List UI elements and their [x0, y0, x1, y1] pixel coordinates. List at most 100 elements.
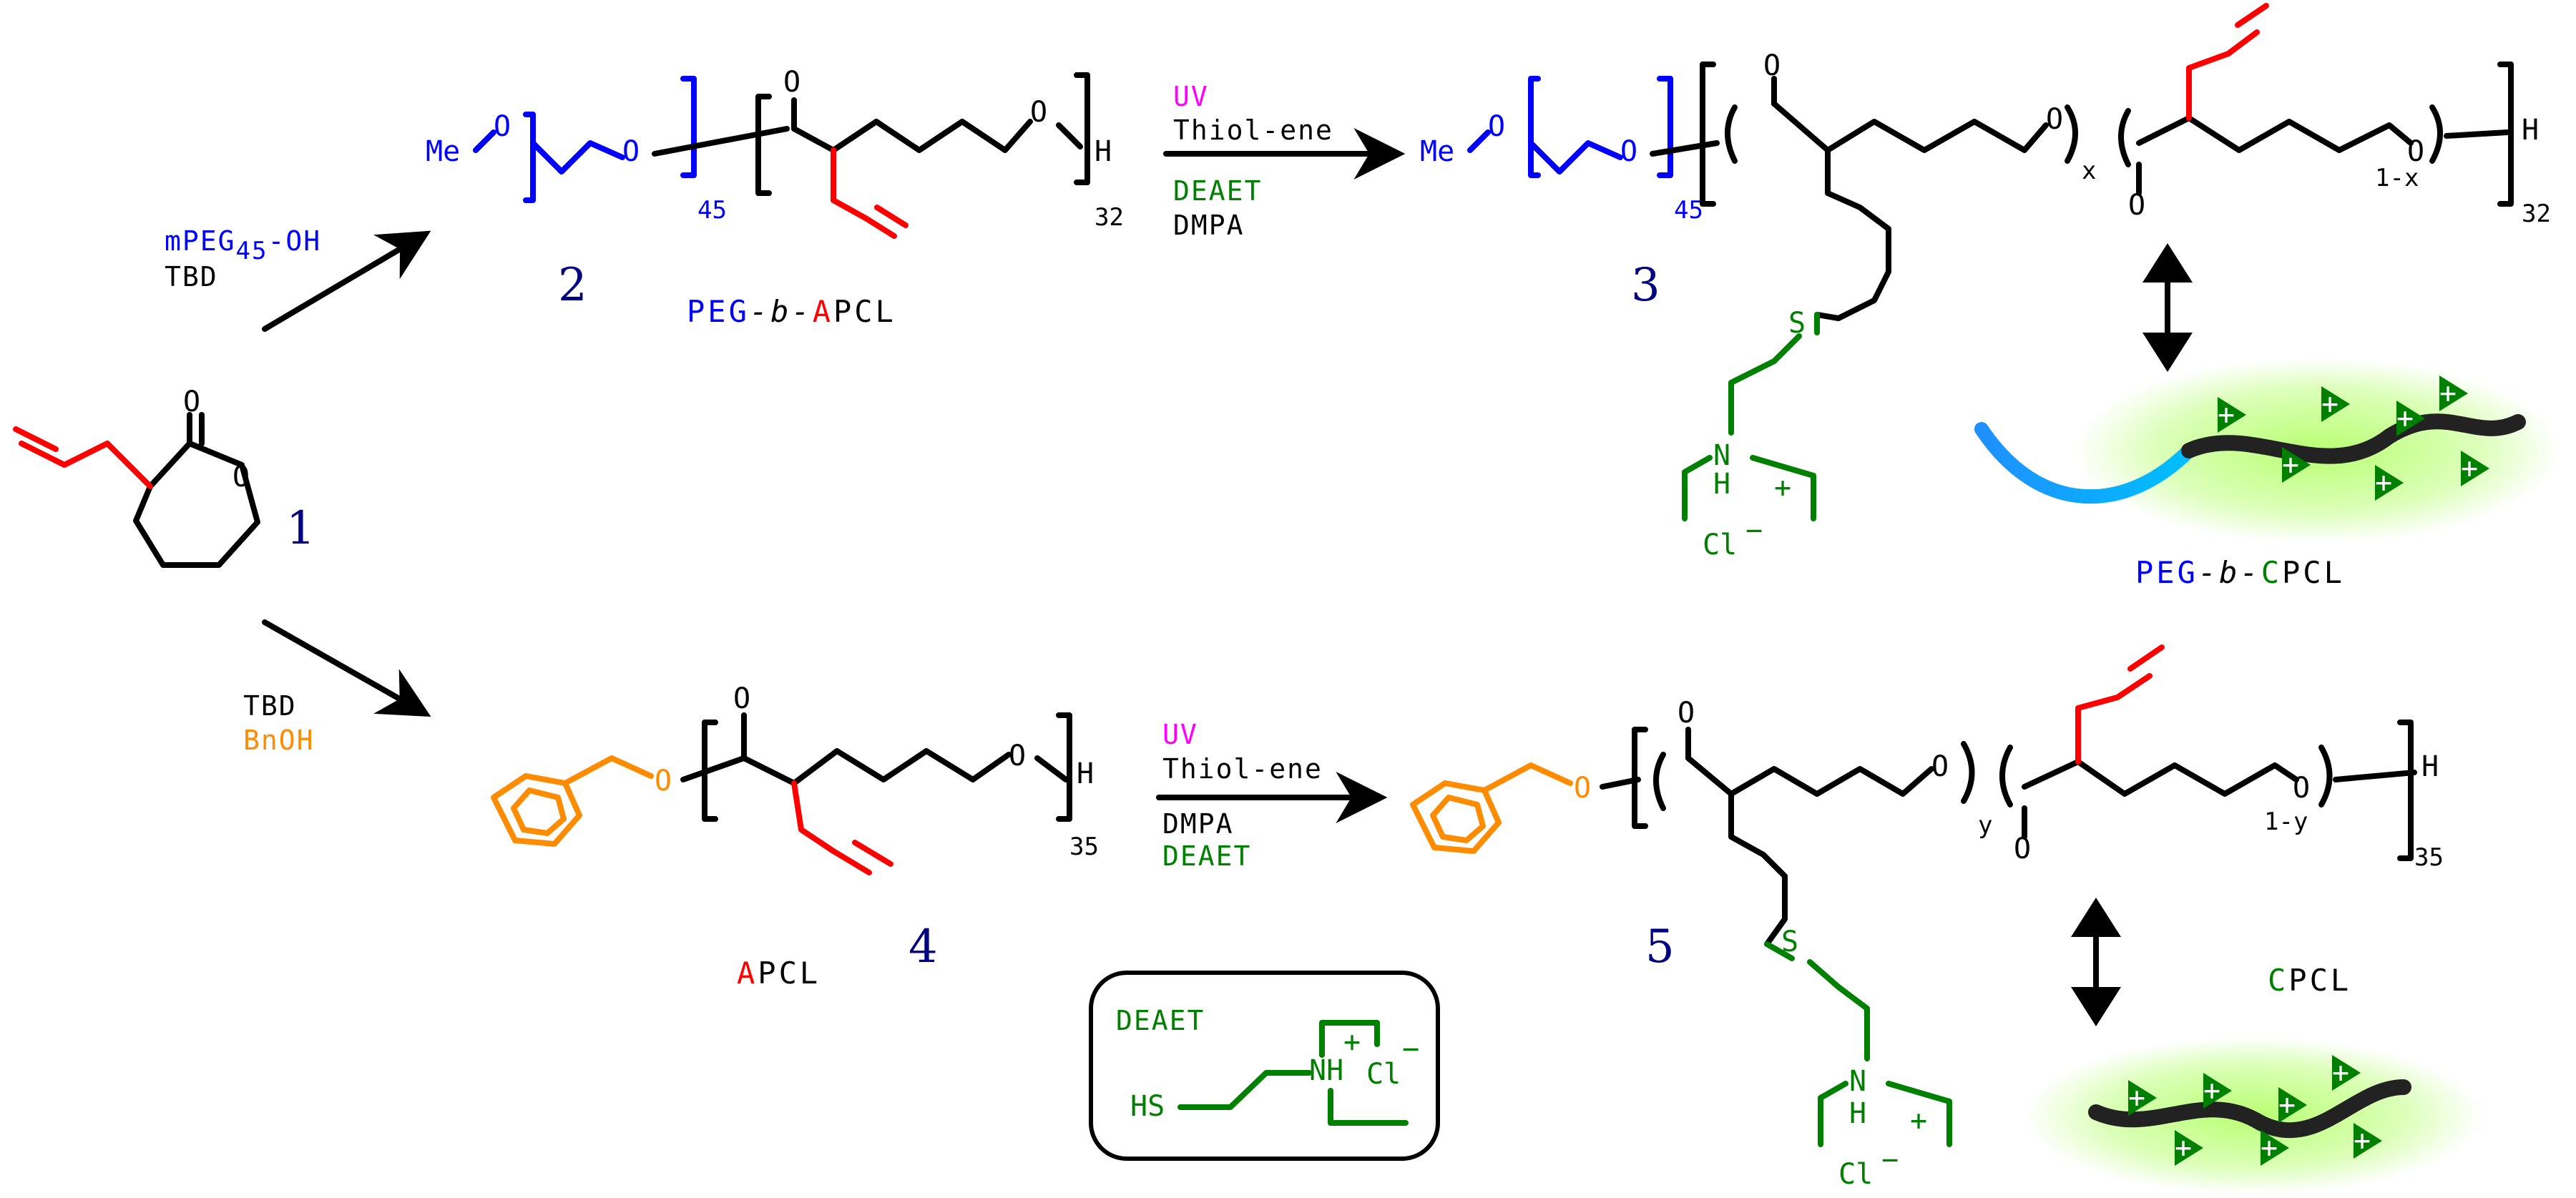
atom-o: O [1620, 135, 1637, 168]
atom-o: O [1678, 697, 1695, 730]
atom-h: H [1713, 468, 1730, 501]
deaet-label: DEAET [1173, 175, 1262, 207]
atom-h: H [1094, 135, 1112, 168]
svg-text:+: + [2461, 452, 2478, 485]
repeat-unit-x: x [2082, 157, 2096, 185]
atom-o: O [2407, 135, 2424, 168]
repeat-unit: 35 [2414, 843, 2444, 872]
reagents-bottom-left: TBD BnOH [243, 690, 315, 756]
cation-markers-bottom: + + + + + + + [2128, 1055, 2382, 1166]
cation-marker: + [2282, 447, 2311, 483]
svg-text:+: + [2282, 448, 2299, 481]
atom-o: O [1763, 49, 1781, 82]
cation-marker: + [2461, 451, 2489, 486]
atom-h: H [1849, 1097, 1866, 1130]
compound-1-structure: O O 1 [13, 386, 315, 568]
atom-h: H [1077, 757, 1094, 790]
chloride-label: Cl [1838, 1158, 1873, 1191]
cation-marker: + [2203, 1073, 2232, 1109]
atom-o: O [622, 135, 640, 168]
svg-text:+: + [2354, 1124, 2371, 1157]
atom-o: O [1488, 110, 1505, 143]
atom-n: N [1849, 1065, 1866, 1098]
chloride-label: Cl [1703, 529, 1737, 561]
cation-marker: + [2375, 465, 2404, 501]
atom-o: O [655, 765, 672, 797]
repeat-unit-y: y [1978, 811, 1992, 840]
atom-h: H [2522, 114, 2539, 147]
charge-plus: + [1910, 1104, 1927, 1137]
charge-minus: − [1402, 1033, 1419, 1066]
amine-label: NH [1309, 1054, 1343, 1087]
svg-text:+: + [2218, 398, 2235, 431]
svg-text:+: + [2175, 1131, 2192, 1164]
cation-marker: + [2439, 375, 2468, 411]
atom-o: O [2293, 772, 2310, 805]
atom-o: O [733, 682, 750, 715]
uv-label: UV [1162, 719, 1198, 750]
compound-number: 5 [1645, 920, 1675, 973]
atom-o: O [1030, 96, 1047, 129]
compound-number: 2 [558, 259, 587, 312]
thiol-ene-label: Thiol-ene [1162, 753, 1323, 785]
catalyst-label: TBD [243, 690, 297, 722]
repeat-unit-1-y: 1-y [2264, 807, 2308, 836]
atom-o: O [2046, 103, 2063, 136]
svg-text:+: + [2278, 1089, 2296, 1121]
repeat-unit: 32 [2522, 200, 2551, 228]
svg-text:+: + [2439, 377, 2457, 410]
svg-text:+: + [2321, 388, 2339, 421]
initiator-label: BnOH [243, 725, 315, 756]
cation-marker: + [2332, 1055, 2361, 1091]
charge-minus: − [1745, 514, 1763, 547]
svg-text:+: + [2332, 1056, 2349, 1089]
cation-markers-top: + + + + + + + [2218, 375, 2489, 501]
compound-3-structure: Me O O 45 O O x O O 1-x H 32 S N H [1420, 3, 2551, 561]
compound-4-structure: O O O H 35 APCL 4 [491, 682, 1099, 991]
dmpa-label: DMPA [1173, 210, 1245, 241]
dmpa-label: DMPA [1162, 808, 1234, 840]
repeat-unit: 35 [1069, 833, 1099, 861]
cation-marker: + [2354, 1123, 2382, 1159]
svg-text:+: + [2128, 1081, 2145, 1114]
double-arrow-bottom [2071, 898, 2121, 1026]
svg-text:+: + [2375, 466, 2392, 499]
cation-marker: + [2261, 1130, 2289, 1166]
reagents-bottom-right: UV Thiol-ene DMPA DEAET [1162, 719, 1323, 872]
cpcl-cartoon [2024, 1037, 2482, 1194]
compound-number: 3 [1631, 259, 1660, 312]
repeat-unit-peg: 45 [1674, 196, 1703, 225]
deaet-label: DEAET [1162, 840, 1251, 872]
deaet-box-title: DEAET [1116, 1005, 1205, 1036]
methyl-label: Me [426, 135, 460, 168]
reaction-arrow [262, 619, 431, 717]
compound-5-structure: O O O y O O 1-y H 35 S N H + Cl − 5 [1410, 644, 2444, 1191]
cation-marker: + [2128, 1080, 2157, 1116]
atom-o: O [783, 66, 800, 99]
atom-o: O [2014, 833, 2031, 865]
charge-plus: + [1343, 1026, 1361, 1059]
polymer-label-peg-cpcl: PEG-b-CPCL [2135, 555, 2345, 590]
cation-marker: + [2396, 401, 2425, 436]
atom-h: H [2421, 750, 2439, 783]
svg-text:+: + [2396, 402, 2414, 435]
double-arrow-top [2142, 243, 2193, 372]
repeat-unit: 32 [1094, 203, 1124, 232]
compound-2-structure: Me O O 45 O O H 32 2 PEG-b-APCL [426, 66, 1124, 329]
cation-marker: + [2175, 1130, 2203, 1166]
polymer-label-peg-apcl: PEG-b-APCL [687, 294, 896, 329]
atom-o: O [1574, 772, 1591, 805]
cation-marker: + [2218, 397, 2246, 433]
atom-o: O [1931, 750, 1949, 783]
charge-plus: + [1774, 471, 1791, 504]
svg-text:+: + [2203, 1074, 2220, 1107]
atom-o: O [183, 386, 200, 418]
cation-marker: + [2321, 386, 2350, 422]
polymer-label-apcl: APCL [737, 956, 821, 991]
compound-number: 4 [909, 920, 938, 973]
reaction-arrow [262, 230, 431, 332]
thiol-label: HS [1130, 1090, 1165, 1123]
cation-marker: + [2278, 1087, 2307, 1123]
reagents-top-right: UV Thiol-ene DEAET DMPA [1173, 81, 1332, 241]
